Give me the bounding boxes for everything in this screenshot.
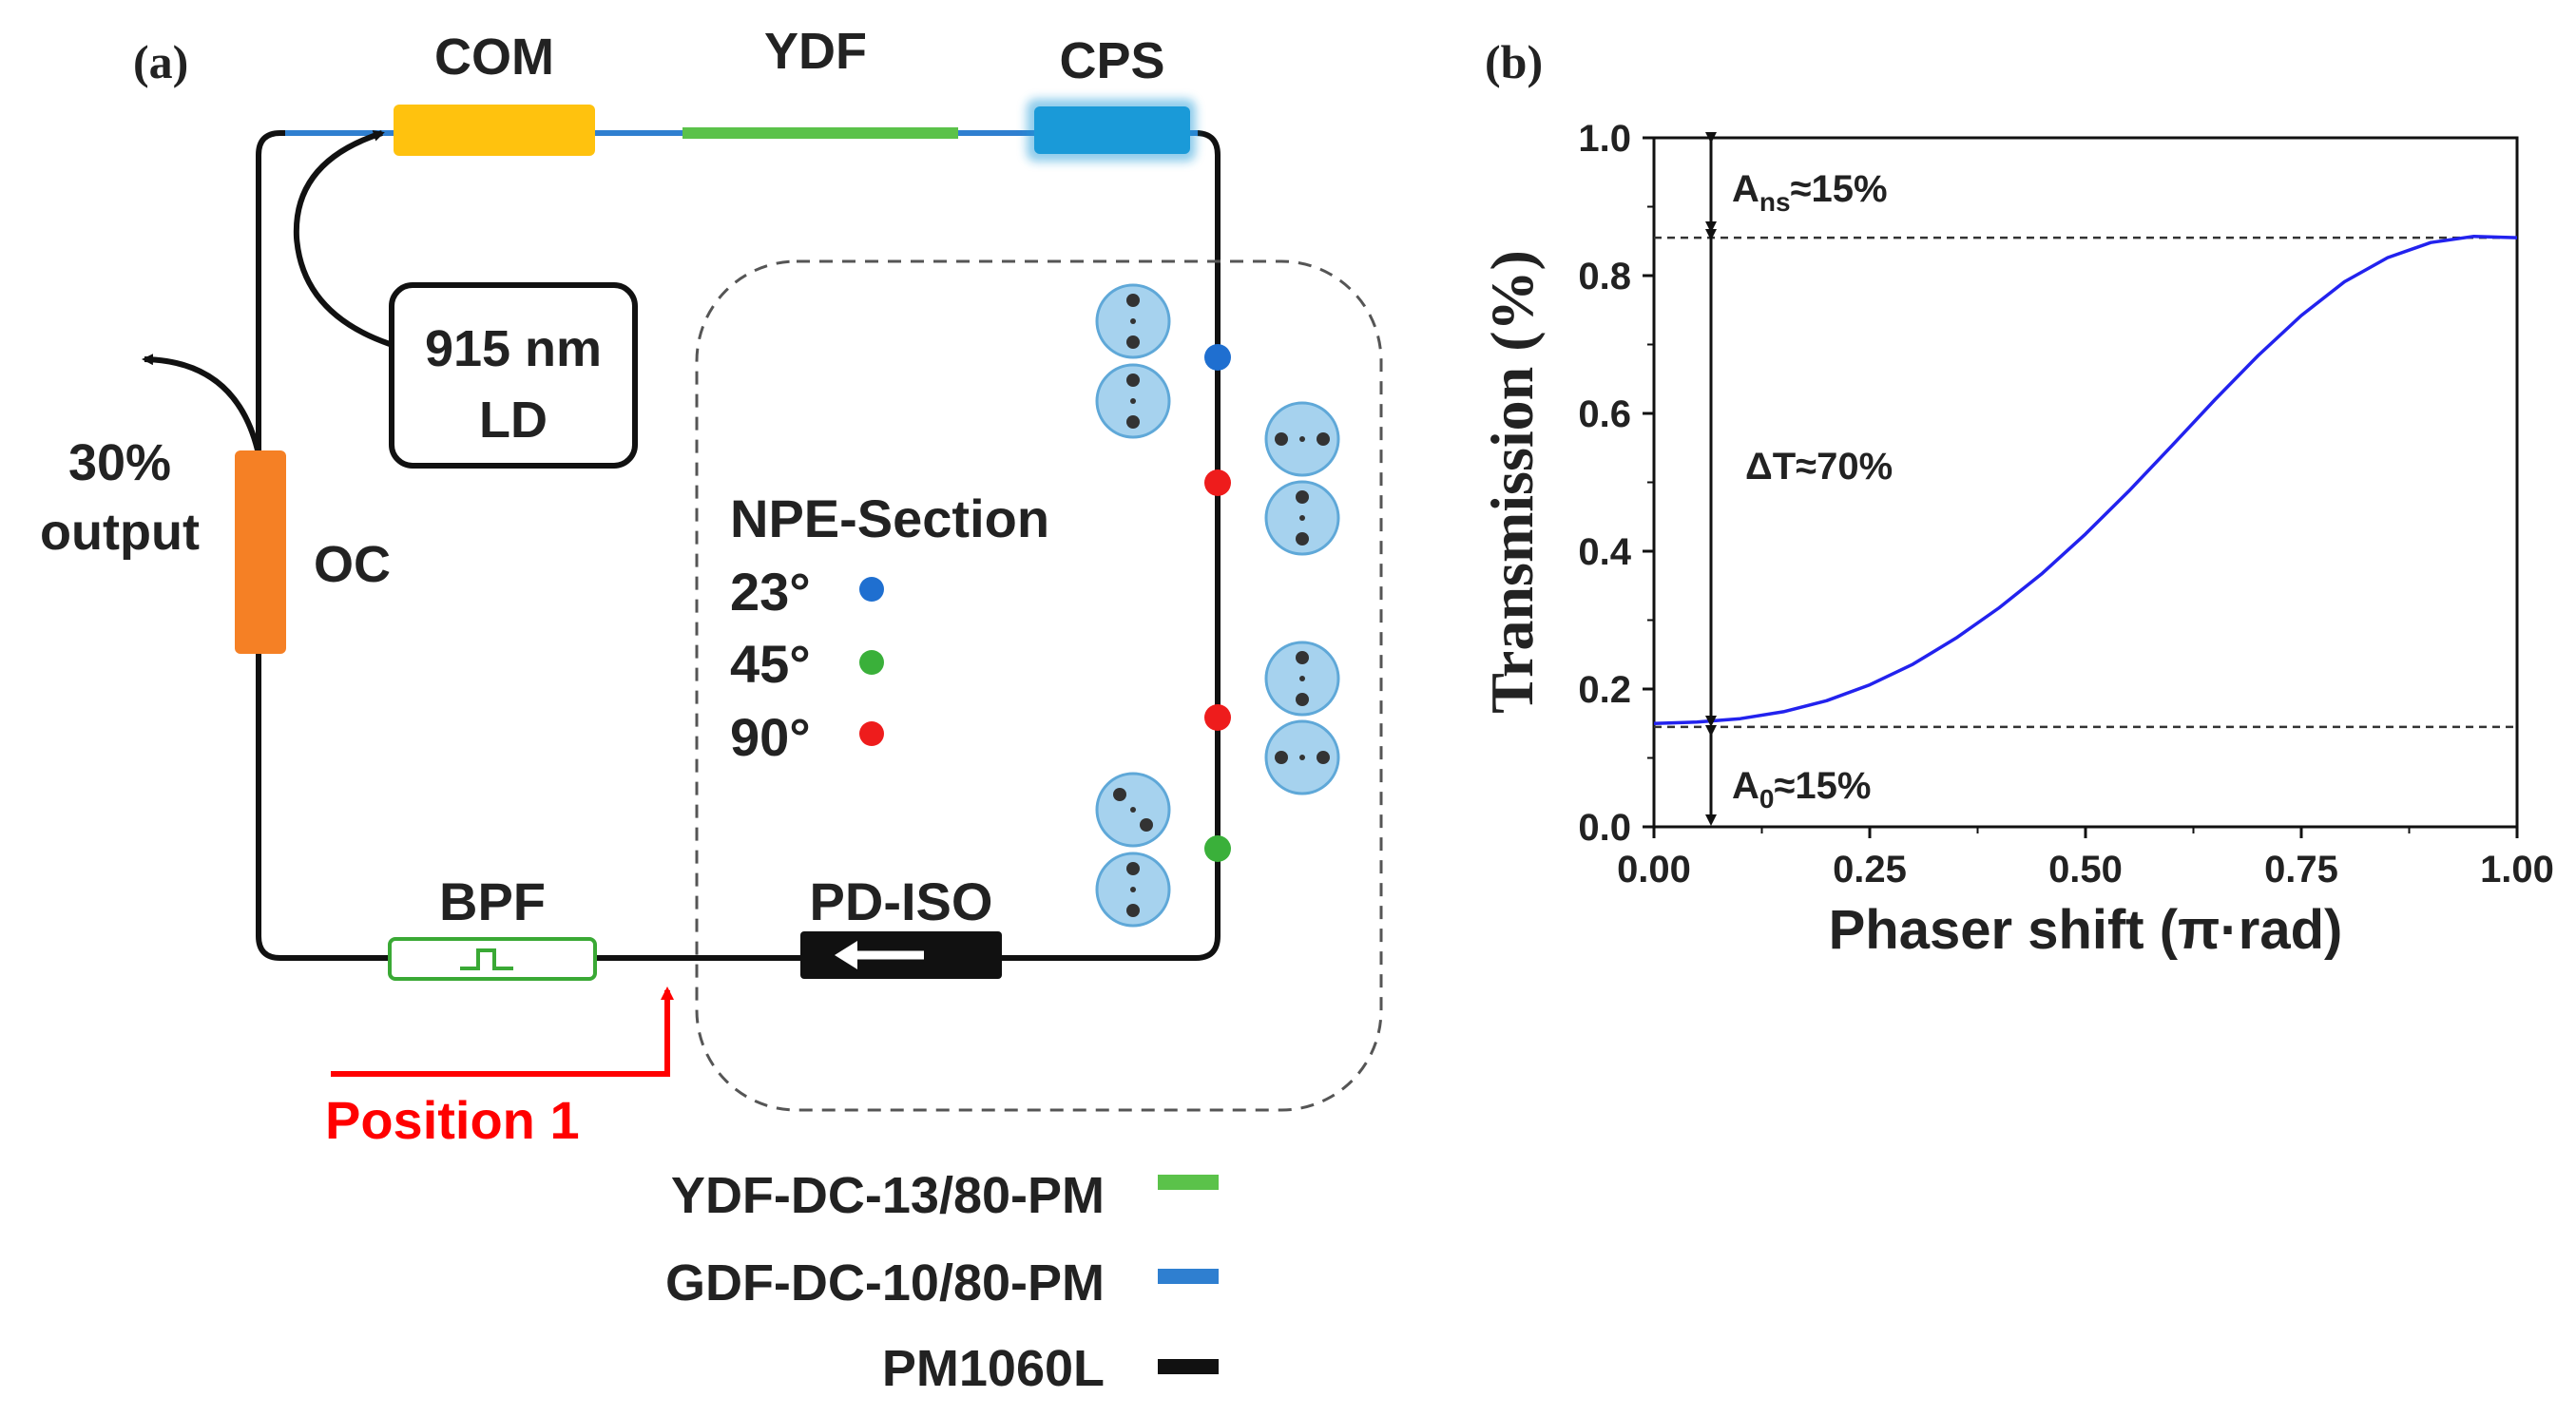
angle-23-dot (859, 577, 884, 602)
legend-label: YDF-DC-13/80-PM (671, 1167, 1105, 1224)
panel-a: (a) COM YDF CPS 915 nm LD OC 30% output … (40, 23, 1383, 1397)
fiber-legend: YDF-DC-13/80-PM GDF-DC-10/80-PM PM1060L (665, 1167, 1219, 1397)
splice-45-dot (1204, 835, 1231, 862)
y-tick-label: 0.2 (1578, 669, 1631, 711)
fiber-black-left (256, 130, 1221, 961)
legend-swatch-ydf (1158, 1175, 1219, 1190)
x-axis-label: Phaser shift (π·rad) (1829, 899, 2343, 961)
legend-swatch-pm (1158, 1359, 1219, 1374)
x-tick-label: 0.00 (1617, 849, 1691, 890)
ld-box (389, 282, 638, 469)
x-tick-label: 0.75 (2264, 849, 2338, 890)
npe-section-box (695, 259, 1383, 1112)
panel-a-label: (a) (133, 35, 188, 88)
pm-cross-section (1095, 852, 1171, 928)
series-group (1653, 234, 2518, 726)
pdiso-arrowhead (835, 941, 857, 969)
cps-box (1034, 106, 1190, 154)
oc-label: OC (314, 536, 391, 593)
angle-90-dot (859, 721, 884, 746)
pm-cross-section (1264, 719, 1340, 795)
com-box (394, 105, 595, 156)
x-tick-label: 1.00 (2480, 849, 2554, 890)
position-1-arrow (331, 986, 674, 1077)
npe-title: NPE-Section (730, 488, 1049, 548)
oc-box (235, 450, 286, 654)
pdiso-label: PD-ISO (810, 871, 993, 931)
pm-cross-section (1095, 363, 1171, 439)
position-1-label: Position 1 (325, 1090, 580, 1150)
reference-lines (1654, 236, 2517, 729)
angle-45-dot (859, 650, 884, 675)
y-tick-label: 0.0 (1578, 807, 1631, 849)
angle-90-label: 90° (730, 707, 811, 767)
a0-annotation: A0≈15% (1732, 765, 1871, 814)
output-label-line2: output (40, 504, 200, 561)
pm-cross-section (1095, 772, 1171, 848)
pm-fiber-cross-sections (1095, 283, 1340, 928)
x-tick-label: 0.50 (2048, 849, 2123, 890)
dt-annotation: ΔT≈70% (1745, 446, 1893, 488)
y-axis-ticks: 0.0 0.2 0.4 0.6 0.8 1.0 (1578, 118, 1654, 849)
output-label-line1: 30% (68, 434, 171, 491)
com-label: COM (434, 29, 554, 86)
bpf-icon (460, 948, 513, 970)
x-axis-ticks: 0.00 0.25 0.50 0.75 1.00 (1617, 827, 2554, 890)
bpf-label: BPF (439, 871, 546, 931)
pm-cross-section (1264, 480, 1340, 556)
splice-23-dot (1204, 344, 1231, 371)
pm-cross-section (1264, 641, 1340, 717)
legend-label: GDF-DC-10/80-PM (665, 1254, 1105, 1312)
y-tick-label: 0.4 (1578, 531, 1631, 573)
y-tick-label: 0.8 (1578, 256, 1631, 297)
legend-swatch-gdf (1158, 1269, 1219, 1284)
pump-arrow (293, 130, 391, 347)
y-tick-label: 1.0 (1578, 118, 1631, 160)
panel-b: (b) 0.0 0.2 0.4 0.6 0.8 1.0 0.00 0.25 0.50 0.75 1… (1478, 35, 2554, 961)
ld-label-line2: LD (479, 392, 548, 449)
splice-90-dot-upper (1204, 469, 1231, 496)
x-tick-label: 0.25 (1833, 849, 1907, 890)
angle-23-label: 23° (730, 562, 811, 622)
ydf-label: YDF (764, 23, 867, 80)
pm-cross-section (1095, 283, 1171, 359)
splice-90-dot-lower (1204, 704, 1231, 731)
y-axis-label: Transmission (%) (1478, 250, 1546, 714)
pm-cross-section (1264, 401, 1340, 477)
angle-45-label: 45° (730, 634, 811, 694)
ld-label-line1: 915 nm (425, 320, 602, 377)
legend-label: PM1060L (882, 1340, 1105, 1397)
output-arrow (142, 354, 261, 455)
transmission-curve (1653, 234, 2518, 726)
panel-b-label: (b) (1485, 35, 1543, 88)
y-tick-label: 0.6 (1578, 393, 1631, 435)
ans-annotation: Ans≈15% (1732, 168, 1888, 217)
cps-label: CPS (1059, 32, 1164, 89)
